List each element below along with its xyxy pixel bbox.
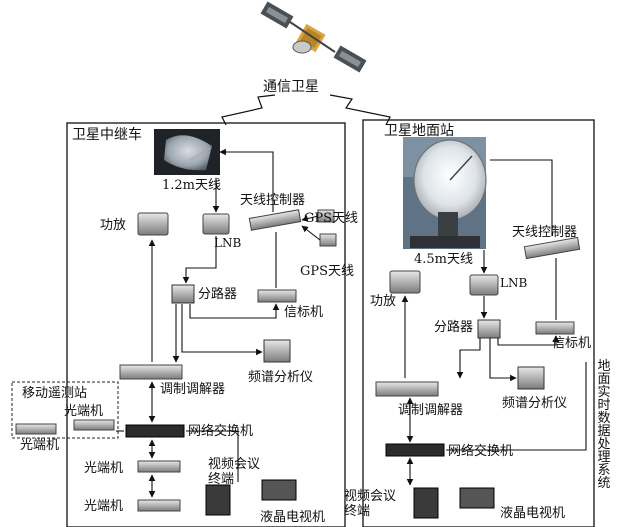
- beacon-left-icon: [258, 290, 296, 302]
- optical-terminal-1-icon: [138, 461, 180, 472]
- modem-left-label: 调制调解器: [160, 382, 225, 397]
- satellite-link-left: [222, 95, 275, 125]
- spectrum-analyzer-left-label: 频谱分析仪: [248, 370, 313, 385]
- amplifier-right-icon: [390, 271, 420, 293]
- splitter-left-icon: [172, 285, 194, 303]
- gps-antenna-1-label: GPS天线: [304, 211, 358, 226]
- splitter-right-label: 分路器: [434, 320, 473, 335]
- optical-terminal-top-icon: [74, 420, 114, 430]
- lcd-tv-left-label: 液晶电视机: [260, 510, 325, 525]
- modem-left-icon: [120, 365, 182, 379]
- satellite-label: 通信卫星: [263, 80, 319, 95]
- video-conf-terminal-right-label: 视频会议终端: [344, 489, 402, 519]
- antenna-4-5m-label: 4.5m天线: [414, 252, 473, 267]
- relay-vehicle-title: 卫星中继车: [72, 128, 142, 143]
- beacon-right-icon: [536, 322, 574, 334]
- spectrum-analyzer-left-icon: [264, 340, 290, 362]
- gps-antenna-2-icon: [320, 234, 336, 246]
- optical-terminal-1-label: 光端机: [84, 461, 123, 476]
- antenna-1-2m-label: 1.2m天线: [162, 178, 221, 193]
- optical-terminal-left-label: 光端机: [20, 438, 59, 453]
- amplifier-left-label: 功放: [100, 218, 126, 233]
- gps-antenna-2-label: GPS天线: [300, 264, 354, 279]
- network-switch-right-icon: [386, 444, 444, 456]
- antenna-controller-left-label: 天线控制器: [240, 193, 305, 208]
- modem-right-icon: [376, 382, 438, 396]
- network-switch-right-label: 网络交换机: [448, 444, 513, 459]
- lnb-right-label: LNB: [500, 276, 527, 291]
- lcd-tv-right-icon: [460, 488, 494, 508]
- lnb-left-label: LNB: [214, 236, 241, 251]
- lcd-tv-left-icon: [262, 480, 296, 500]
- splitter-left-label: 分路器: [198, 287, 237, 302]
- antenna-1-2m-image: [154, 129, 220, 175]
- optical-terminal-top-label: 光端机: [64, 404, 103, 419]
- splitter-right-icon: [478, 320, 500, 338]
- beacon-left-label: 信标机: [284, 305, 323, 320]
- beacon-right-label: 信标机: [552, 336, 591, 351]
- amplifier-left-icon: [138, 213, 168, 235]
- modem-right-label: 调制调解器: [398, 403, 463, 418]
- amplifier-right-label: 功放: [370, 294, 396, 309]
- spectrum-analyzer-right-label: 频谱分析仪: [502, 396, 567, 411]
- antenna-controller-left-icon: [249, 210, 300, 231]
- antenna-4-5m-image: [403, 137, 486, 249]
- video-conf-terminal-right-icon: [414, 488, 438, 518]
- system-vertical-label: 地面实时数据处理系统: [597, 360, 611, 490]
- optical-terminal-2-label: 光端机: [84, 499, 123, 514]
- antenna-controller-right-label: 天线控制器: [512, 225, 577, 240]
- optical-terminal-left-icon: [16, 424, 56, 434]
- network-switch-left-label: 网络交换机: [188, 424, 253, 439]
- video-conf-terminal-left-label: 视频会议终端: [208, 457, 266, 487]
- lcd-tv-right-label: 液晶电视机: [500, 506, 565, 521]
- optical-terminal-2-icon: [138, 500, 180, 511]
- antenna-controller-right-icon: [524, 237, 579, 258]
- mobile-station-title: 移动遥测站: [22, 386, 87, 401]
- lnb-left-icon: [203, 214, 229, 234]
- network-switch-left-icon: [126, 425, 184, 437]
- video-conf-terminal-left-icon: [206, 485, 230, 515]
- ground-station-title: 卫星地面站: [384, 124, 454, 139]
- satellite-icon: [261, 1, 367, 72]
- lnb-right-icon: [470, 275, 498, 295]
- spectrum-analyzer-right-icon: [518, 367, 544, 389]
